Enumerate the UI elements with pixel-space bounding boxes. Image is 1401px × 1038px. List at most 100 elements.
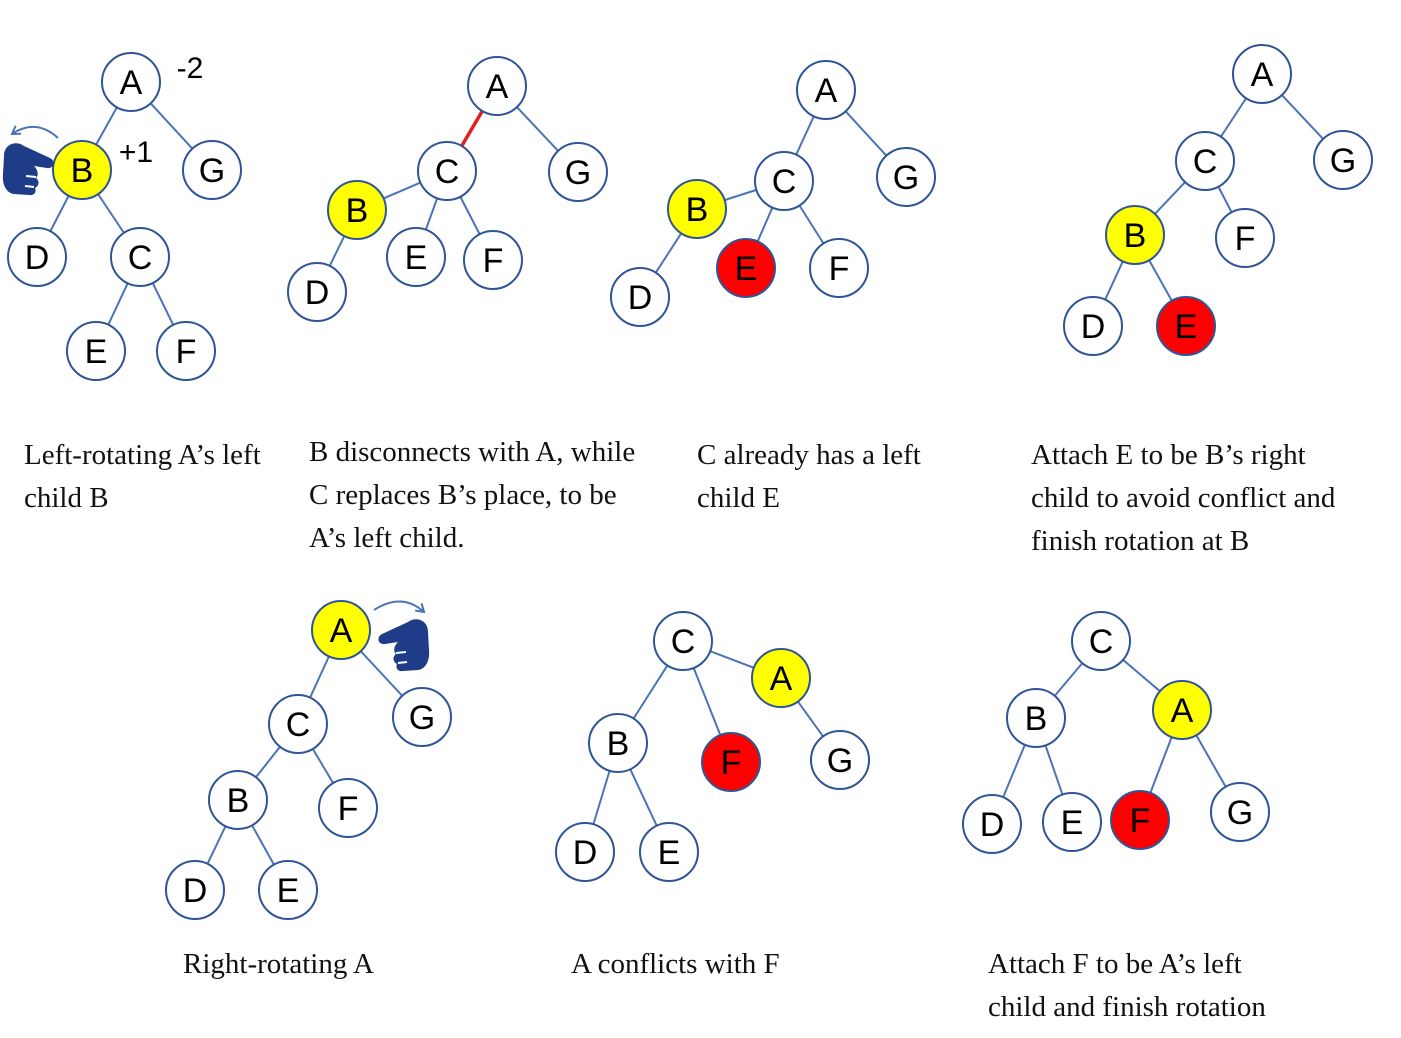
caption-line: Attach F to be A’s left: [988, 948, 1242, 980]
node-D: D: [555, 822, 615, 882]
rotate-right-arrow-icon: [373, 600, 426, 614]
node-label: F: [721, 744, 742, 782]
edge-C-B: [632, 664, 669, 720]
node-C: C: [754, 151, 814, 211]
edge-B-D: [654, 232, 683, 274]
node-label: G: [409, 699, 435, 737]
node-label: C: [128, 239, 153, 277]
node-D: D: [287, 262, 347, 322]
node-label: E: [1061, 804, 1084, 842]
edge-C-F: [692, 667, 722, 736]
balance-factor-badge: +1: [119, 136, 153, 169]
node-B: B: [588, 713, 648, 773]
caption-line: child and finish rotation: [988, 991, 1266, 1023]
node-E: E: [716, 238, 776, 298]
caption-line: child E: [697, 482, 780, 514]
edge-C-A: [709, 650, 755, 669]
node-A: A: [311, 600, 371, 660]
edge-C-B: [383, 181, 421, 200]
node-label: A: [486, 68, 509, 106]
node-label: D: [628, 279, 653, 317]
node-A: A: [101, 52, 161, 112]
node-B: B: [1006, 688, 1066, 748]
node-label: D: [1081, 308, 1106, 346]
node-G: G: [810, 730, 870, 790]
caption-line: A conflicts with F: [571, 948, 780, 980]
node-label: D: [980, 806, 1005, 844]
edge-B-E: [629, 768, 658, 827]
node-label: A: [330, 612, 353, 650]
node-label: B: [227, 782, 250, 820]
node-label: C: [1089, 623, 1114, 661]
node-D: D: [165, 860, 225, 920]
caption-line: B disconnects with A, while: [309, 436, 636, 468]
node-E: E: [258, 860, 318, 920]
node-G: G: [876, 147, 936, 207]
node-label: A: [815, 72, 838, 110]
node-label: C: [671, 623, 696, 661]
node-label: A: [120, 64, 143, 102]
node-label: F: [829, 250, 850, 288]
caption-line: C already has a left: [697, 439, 921, 471]
caption-step-2: B disconnects with A, while C replaces B’…: [309, 431, 635, 560]
node-C: C: [268, 694, 328, 754]
node-G: G: [548, 142, 608, 202]
node-F: F: [1110, 790, 1170, 850]
node-A: A: [1232, 44, 1292, 104]
node-label: E: [277, 872, 300, 910]
caption-step-1: Left-rotating A’s left child B: [24, 434, 261, 520]
node-B: B: [1105, 205, 1165, 265]
node-label: F: [176, 333, 197, 371]
caption-line: child B: [24, 482, 109, 514]
hand-pointer-icon: [2, 143, 54, 196]
caption-step-6: A conflicts with F: [571, 943, 780, 986]
edge-C-B: [724, 188, 757, 202]
caption-line: child to avoid conflict and: [1031, 482, 1336, 514]
caption-line: finish rotation at B: [1031, 525, 1250, 557]
edge-C-F: [1217, 186, 1233, 213]
caption-line: Left-rotating A’s left: [24, 439, 261, 471]
edge-C-F: [151, 282, 175, 326]
node-F: F: [156, 321, 216, 381]
node-E: E: [386, 227, 446, 287]
node-D: D: [610, 267, 670, 327]
edge-A-G: [149, 102, 194, 150]
edge-A-C: [1220, 97, 1247, 138]
node-E: E: [1042, 792, 1102, 852]
edge-A-G: [1195, 734, 1227, 788]
caption-step-5: Right-rotating A: [183, 943, 374, 986]
node-label: C: [435, 153, 460, 191]
caption-line: Right-rotating A: [183, 948, 374, 980]
node-label: F: [338, 790, 359, 828]
node-A: A: [796, 60, 856, 120]
node-label: C: [1193, 143, 1218, 181]
node-label: B: [1025, 700, 1048, 738]
node-C: C: [417, 141, 477, 201]
edge-B-D: [206, 825, 227, 865]
balance-factor-badge: -2: [177, 52, 204, 85]
edge-A-G: [1281, 94, 1324, 140]
edge-C-E: [107, 282, 129, 326]
node-label: G: [1227, 794, 1253, 832]
hand-pointer-icon: [378, 619, 430, 672]
caption-step-7: Attach F to be A’s left child and finish …: [988, 943, 1266, 1029]
node-A: A: [467, 56, 527, 116]
edge-B-D: [49, 195, 70, 232]
edge-A-G: [360, 650, 403, 697]
node-B: B: [52, 140, 112, 200]
node-label: A: [1251, 56, 1274, 94]
edge-C-F: [798, 204, 825, 245]
edge-B-E: [1044, 745, 1064, 795]
edge-C-F: [459, 196, 481, 235]
node-F: F: [809, 238, 869, 298]
caption-line: C replaces B’s place, to be: [309, 479, 617, 511]
caption-line: A’s left child.: [309, 522, 465, 554]
edge-B-E: [1148, 259, 1173, 302]
node-label: D: [183, 872, 208, 910]
node-B: B: [327, 180, 387, 240]
edge-C-F: [311, 748, 335, 784]
edge-C-B: [1154, 181, 1186, 215]
